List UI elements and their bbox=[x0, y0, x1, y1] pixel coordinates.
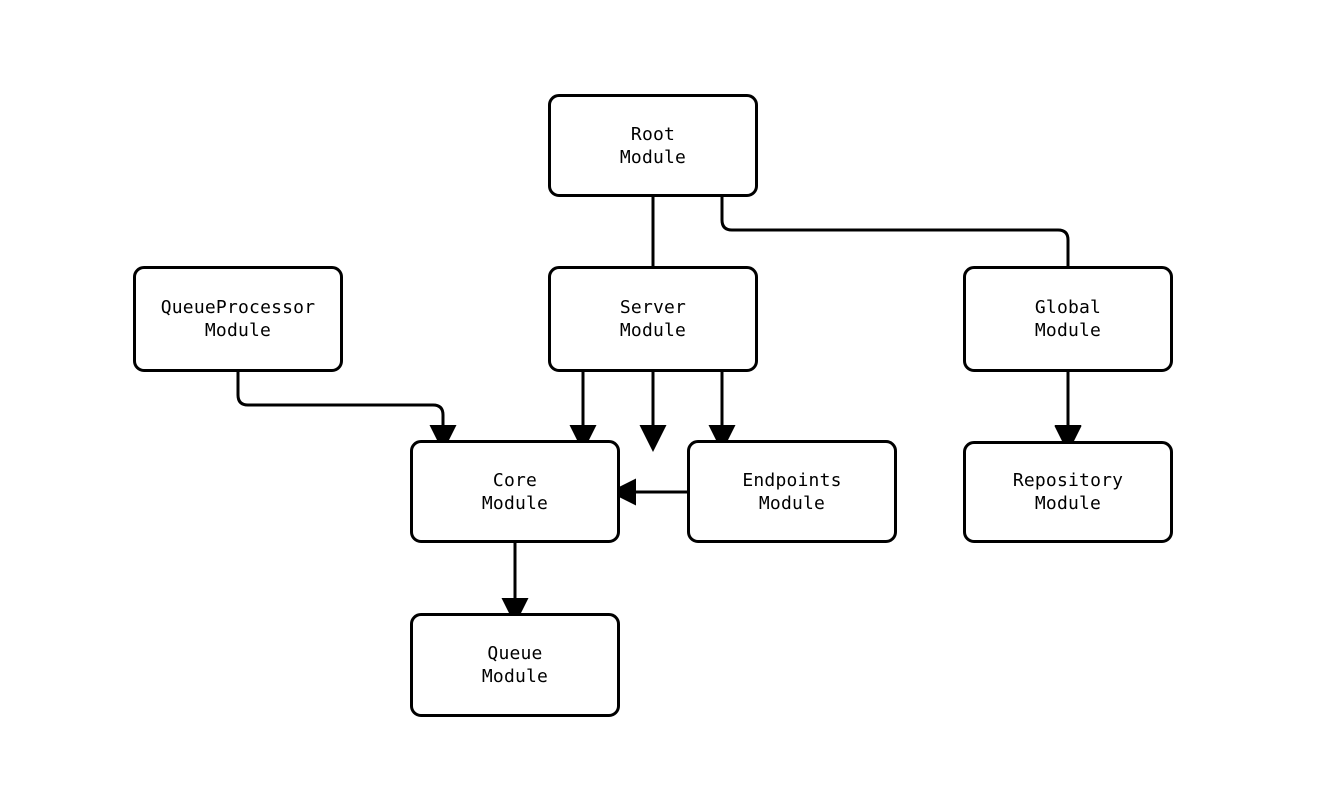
edge-queueprocessor-to-core bbox=[236, 372, 457, 452]
node-root-module-label-line1: Root bbox=[630, 123, 676, 145]
node-endpoints-module[interactable]: Endpoints Module bbox=[687, 440, 897, 543]
node-repository-module[interactable]: Repository Module bbox=[963, 441, 1173, 543]
node-queueprocessor-module[interactable]: QueueProcessor Module bbox=[133, 266, 343, 372]
node-server-module[interactable]: Server Module bbox=[548, 266, 758, 372]
node-root-module[interactable]: Root Module bbox=[548, 94, 758, 197]
node-queue-module-label-line2: Module bbox=[481, 666, 549, 687]
node-root-module-label-line2: Module bbox=[619, 146, 687, 168]
node-core-module-label-line2: Module bbox=[481, 492, 549, 514]
node-core-module[interactable]: Core Module bbox=[410, 440, 620, 543]
node-server-module-label-line2: Module bbox=[619, 320, 687, 341]
node-repository-module-label-line2: Module bbox=[1034, 493, 1102, 514]
edge-root-to-global bbox=[720, 197, 1082, 452]
node-endpoints-module-label-line2: Module bbox=[758, 492, 826, 514]
node-server-module-label-line1: Server bbox=[619, 297, 687, 318]
node-queue-module[interactable]: Queue Module bbox=[410, 613, 620, 717]
node-repository-module-label-line1: Repository bbox=[1012, 470, 1124, 491]
node-global-module-label-line1: Global bbox=[1034, 297, 1102, 318]
node-queue-module-label-line1: Queue bbox=[487, 643, 543, 664]
node-core-module-label-line1: Core bbox=[492, 469, 538, 491]
node-endpoints-module-label-line1: Endpoints bbox=[742, 469, 842, 491]
node-queueprocessor-module-label-line2: Module bbox=[204, 320, 272, 341]
node-global-module[interactable]: Global Module bbox=[963, 266, 1173, 372]
node-queueprocessor-module-label-line1: QueueProcessor bbox=[160, 297, 316, 318]
node-global-module-label-line2: Module bbox=[1034, 320, 1102, 341]
